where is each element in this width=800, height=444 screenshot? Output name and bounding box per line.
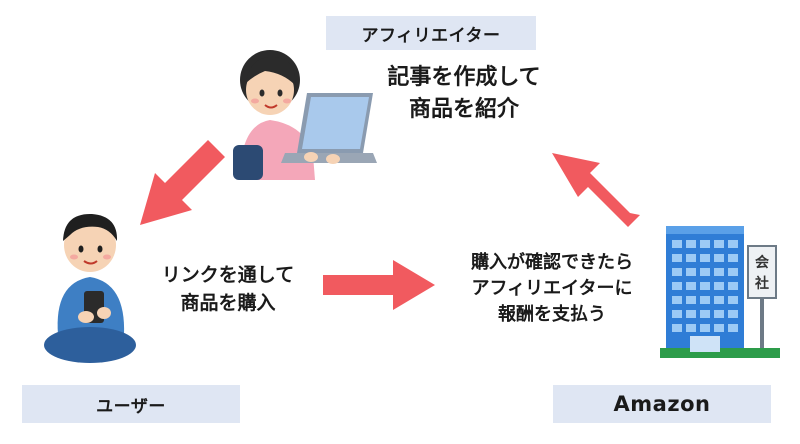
user-caption-line-1: リンクを通して	[161, 264, 295, 286]
amazon-caption: 購入が確認できたら アフィリエイターに 報酬を支払う	[432, 250, 672, 328]
building-sign-char-2: 社	[754, 275, 769, 292]
amazon-caption-line-1: 購入が確認できたら	[471, 252, 633, 273]
amazon-caption-line-2: アフィリエイターに	[471, 278, 633, 300]
amazon-label: Amazon	[553, 385, 771, 423]
user-caption-line-2: 商品を購入	[180, 291, 276, 314]
person-with-laptop-icon	[233, 50, 377, 180]
arrow-icon	[323, 260, 435, 310]
person-with-phone-icon	[44, 213, 136, 363]
arrow-icon	[552, 153, 640, 227]
arrow-icon	[140, 140, 225, 225]
affiliate-caption: 記事を作成して 商品を紹介	[364, 62, 564, 126]
amazon-caption-line-3: 報酬を支払う	[498, 304, 606, 326]
arrow-amazon-to-affiliate	[552, 153, 640, 227]
arrow-user-to-amazon	[323, 260, 435, 310]
affiliate-caption-line-1: 記事を作成して	[387, 65, 541, 90]
affiliate-label: アフィリエイター	[326, 16, 536, 50]
user-label: ユーザー	[22, 385, 240, 423]
affiliate-caption-line-2: 商品を紹介	[408, 96, 519, 122]
arrow-affiliate-to-user	[140, 140, 225, 225]
user-caption: リンクを通して 商品を購入	[142, 262, 314, 317]
building-sign-char-1: 会	[755, 254, 770, 271]
office-building-icon: 会 社	[660, 226, 780, 358]
